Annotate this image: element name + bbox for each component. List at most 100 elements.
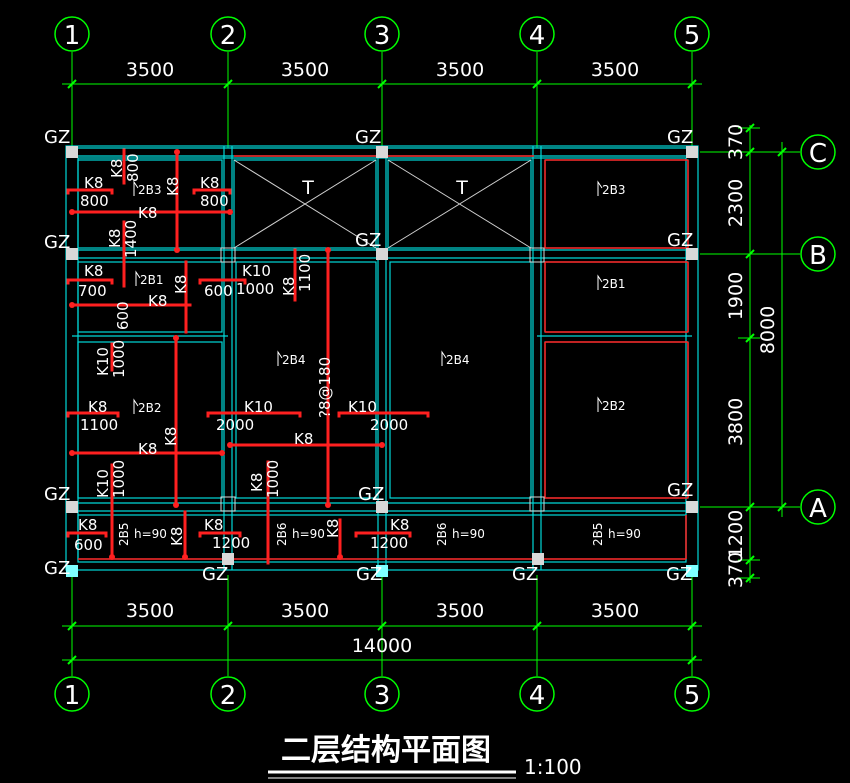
rebar-length: 800: [80, 192, 109, 210]
axis-bubble: [800, 489, 836, 525]
rebar-type: K10: [94, 347, 112, 376]
dim-label: 3500: [591, 59, 639, 81]
column: [686, 248, 698, 260]
slab-id: 2B3: [138, 183, 162, 197]
balcony-slab-note: h=90: [608, 527, 641, 541]
column: [376, 501, 388, 513]
column: [222, 553, 234, 565]
rebar-length: 1100: [296, 254, 314, 292]
axis-bubbles-right: C B A: [800, 134, 836, 525]
dim-total-y: 8000: [757, 306, 779, 354]
rebar-length: 2000: [216, 416, 254, 434]
column-label: GZ: [667, 480, 693, 501]
axis-bubble: [364, 676, 400, 712]
balcony-slab-id: 2B5: [117, 522, 131, 546]
dim-total-x: 14000: [352, 635, 412, 657]
slab-id: 2B2: [602, 399, 626, 413]
rebar-type: K8: [88, 398, 107, 416]
column: [376, 146, 388, 158]
axis-label: C: [809, 139, 827, 169]
rebar-length: 800: [124, 153, 142, 182]
slab-markers: [133, 180, 603, 414]
dimension-ticks: [67, 79, 787, 665]
rebar-type: K8: [280, 277, 298, 296]
dim-label: 2300: [725, 179, 747, 227]
dim-label: 3500: [126, 600, 174, 622]
axis-label: 2: [220, 21, 237, 51]
column: [66, 501, 78, 513]
rebar-type: K8: [164, 177, 182, 196]
balcony-slab-note: h=90: [452, 527, 485, 541]
special-rebar: ?8@180: [316, 357, 334, 418]
axis-bubble: [54, 676, 90, 712]
rebar-labels: K8 800 K8 800 K8 800 K8 K8 K8 1400 K8 70…: [74, 153, 409, 554]
column-label: GZ: [512, 564, 538, 585]
column-label: GZ: [667, 127, 693, 148]
columns-hollow: [220, 247, 545, 512]
axis-label: 4: [529, 681, 546, 711]
column: [532, 553, 544, 565]
rebar-length: 600: [204, 282, 233, 300]
axis-label: 5: [684, 21, 701, 51]
axis-bubbles-top: 1 2 3 4 5: [54, 16, 710, 52]
rebar-type: K8: [248, 473, 266, 492]
axis-label: 3: [374, 681, 391, 711]
column-label: GZ: [202, 564, 228, 585]
axis-bubble: [54, 16, 90, 52]
rebar-length: 1000: [110, 460, 128, 498]
rebar-type: K8: [162, 427, 180, 446]
column: [686, 146, 698, 158]
rebar-length: 800: [200, 192, 229, 210]
rebar-length: 1200: [370, 534, 408, 552]
rebar-length: 700: [78, 282, 107, 300]
dim-label: 1200: [725, 510, 747, 558]
axis-label: A: [809, 494, 827, 524]
column-label: GZ: [44, 558, 70, 579]
column: [529, 247, 545, 263]
column-label: GZ: [355, 127, 381, 148]
column: [686, 565, 698, 577]
rebar-type: K8: [106, 229, 124, 248]
column: [220, 496, 236, 512]
dim-label: 3500: [281, 59, 329, 81]
column: [376, 248, 388, 260]
axis-bubbles-bottom: 1 2 3 4 5: [54, 676, 710, 712]
rebar-type: K8: [172, 275, 190, 294]
rebar-type: K8: [138, 440, 157, 458]
column-label: GZ: [44, 484, 70, 505]
slab-id: 2B2: [138, 401, 162, 415]
column: [66, 146, 78, 158]
rebar-type: K8: [84, 262, 103, 280]
rebar-type: K8: [294, 430, 313, 448]
column-label: GZ: [667, 230, 693, 251]
rebar-type: K8: [200, 174, 219, 192]
column-label: GZ: [355, 230, 381, 251]
balcony-slab-note: h=90: [292, 527, 325, 541]
axis-bubble: [674, 16, 710, 52]
column-labels: GZ GZ GZ GZ GZ GZ GZ GZ GZ GZ GZ GZ GZ G…: [44, 127, 693, 585]
axis-bubble: [800, 236, 836, 272]
column: [376, 565, 388, 577]
column: [66, 248, 78, 260]
axis-bubble: [519, 676, 555, 712]
slab-id: 2B1: [602, 277, 626, 291]
rebar-type: K8: [148, 292, 167, 310]
rebar-type: K8: [84, 174, 103, 192]
rebar-type: K8: [138, 204, 157, 222]
axis-bubble: [519, 16, 555, 52]
axis-label: B: [809, 241, 827, 271]
axis-label: 2: [220, 681, 237, 711]
rebar-type: K8: [324, 519, 342, 538]
column: [66, 565, 78, 577]
axis-label: 5: [684, 681, 701, 711]
stair-label: T: [455, 177, 468, 199]
rebar-type: K8: [168, 527, 186, 546]
column-label: GZ: [356, 564, 382, 585]
axis-bubble: [210, 16, 246, 52]
stair-label: T: [301, 177, 314, 199]
column-label: GZ: [358, 484, 384, 505]
rebar-length: 600: [114, 301, 132, 330]
axis-label: 3: [374, 21, 391, 51]
columns: [66, 146, 698, 565]
